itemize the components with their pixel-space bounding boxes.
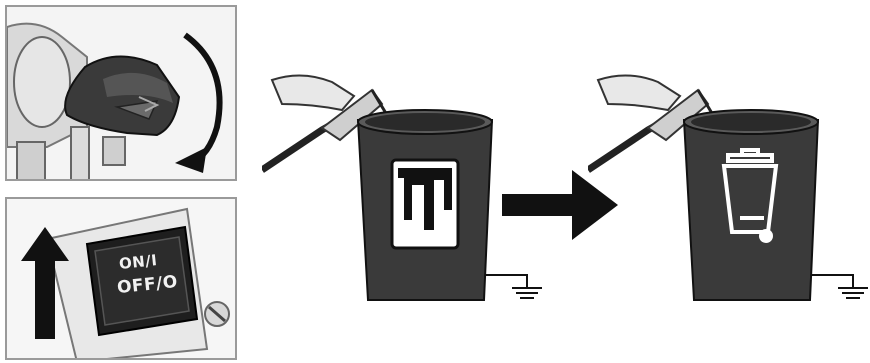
- paint-bucket-scene: [262, 74, 542, 301]
- waste-bucket-icon: [682, 119, 820, 301]
- ground-symbol-icon: [486, 274, 528, 288]
- ground-symbol-icon: [812, 274, 854, 288]
- switch-panel: ON/I OFF/O: [5, 197, 237, 360]
- hand-icon: [596, 74, 682, 112]
- valve-panel: [5, 5, 237, 181]
- hand-icon: [270, 74, 356, 112]
- valve-knob-illustration: [7, 7, 235, 179]
- hose-icon: [262, 118, 338, 173]
- up-arrow-icon: [21, 227, 69, 339]
- right-arrow-icon: [502, 170, 618, 240]
- waste-bucket-scene: [588, 74, 868, 301]
- rocker-switch-illustration: [7, 199, 235, 358]
- hose-icon: [588, 118, 664, 173]
